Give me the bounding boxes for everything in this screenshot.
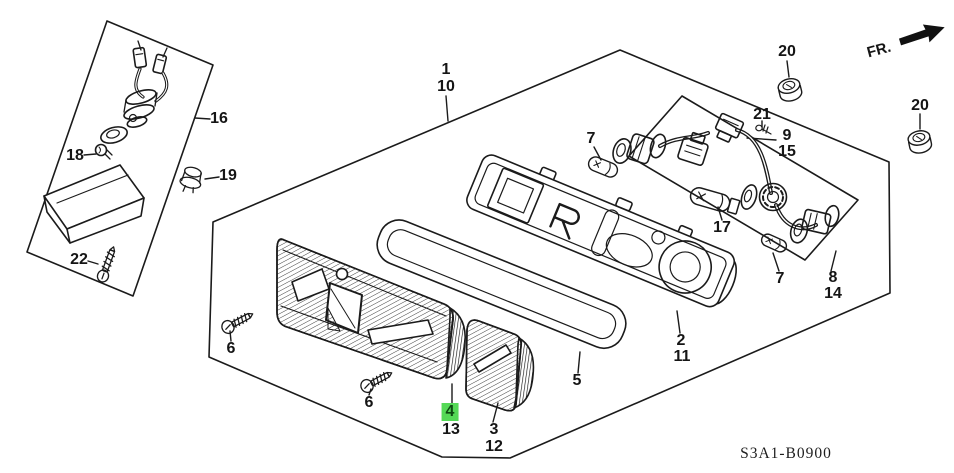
part-callout-1[interactable]: 1 [441, 61, 451, 78]
part-callout-fr: FR. [865, 38, 893, 62]
part-callout-3[interactable]: 3 [489, 421, 499, 438]
part-callout-18[interactable]: 18 [66, 147, 84, 164]
part-callout-8[interactable]: 8 [828, 269, 838, 286]
part-callout-20b[interactable]: 20 [911, 97, 929, 114]
part-callout-12[interactable]: 12 [485, 438, 503, 455]
part-callout-16[interactable]: 16 [210, 110, 228, 127]
part-callout-22[interactable]: 22 [70, 251, 88, 268]
diagram-code: S3A1-B0900 [740, 445, 832, 462]
side-lens [465, 319, 535, 412]
part-callout-20a[interactable]: 20 [778, 43, 796, 60]
harness-plug [714, 112, 745, 143]
part-callout-15[interactable]: 15 [778, 143, 796, 160]
part-callout-6b[interactable]: 6 [364, 394, 374, 411]
part-callout-13[interactable]: 13 [442, 421, 460, 438]
part-16-socket-assembly [123, 40, 169, 128]
harness-connector [677, 131, 709, 166]
part-20-grommet-a [777, 78, 803, 102]
taillight-housing [466, 154, 737, 308]
bulb-socket-middle [758, 182, 788, 212]
main-lens [276, 238, 467, 380]
part-7-bulb-a [587, 156, 619, 178]
main-outline-box [208, 49, 891, 459]
gasket-seal [376, 219, 627, 350]
license-light-housing [43, 164, 145, 244]
harness-box [628, 95, 859, 261]
bulb-socket-right [801, 208, 832, 235]
license-grommet [100, 126, 128, 144]
wire-harness [612, 112, 840, 244]
part-6-screw-b [360, 371, 393, 394]
part-callout-7b[interactable]: 7 [775, 270, 785, 287]
part-callout-10[interactable]: 10 [437, 78, 455, 95]
part-callout-4[interactable]: 4 [441, 403, 459, 421]
part-callout-17[interactable]: 17 [713, 219, 731, 236]
part-callout-7a[interactable]: 7 [586, 130, 596, 147]
part-22-screw [96, 246, 116, 283]
fr-direction-arrow [898, 24, 945, 46]
part-callout-19[interactable]: 19 [219, 167, 237, 184]
part-callout-11[interactable]: 11 [673, 348, 691, 365]
part-callout-5[interactable]: 5 [572, 372, 582, 389]
part-7-bulb-b [760, 233, 788, 253]
part-21-screw [755, 124, 772, 135]
part-18-bulb [94, 143, 113, 160]
part-17-bulb [689, 187, 741, 215]
part-callout-14[interactable]: 14 [824, 285, 842, 302]
part-callout-2[interactable]: 2 [676, 332, 686, 349]
part-6-screw-a [221, 312, 254, 335]
part-callout-21[interactable]: 21 [753, 106, 771, 123]
part-callout-6a[interactable]: 6 [226, 340, 236, 357]
part-19-socket [179, 166, 202, 194]
license-light-box [26, 20, 214, 297]
part-callout-9[interactable]: 9 [782, 127, 792, 144]
